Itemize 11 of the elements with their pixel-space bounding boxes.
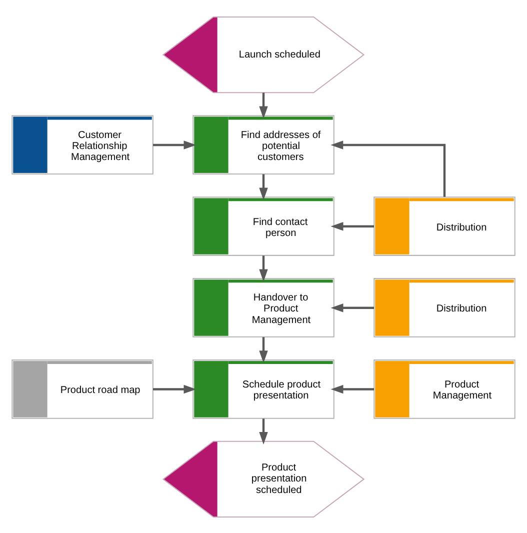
- arrow: [153, 140, 196, 149]
- arrow: [259, 336, 268, 363]
- arrow: [330, 384, 374, 394]
- arrow: [259, 255, 268, 282]
- arrow: [330, 302, 374, 312]
- arrow: [330, 222, 374, 230]
- arrow: [330, 140, 446, 196]
- arrow: [259, 92, 268, 118]
- arrow: [153, 384, 196, 394]
- arrow: [259, 418, 268, 444]
- arrow: [259, 174, 268, 200]
